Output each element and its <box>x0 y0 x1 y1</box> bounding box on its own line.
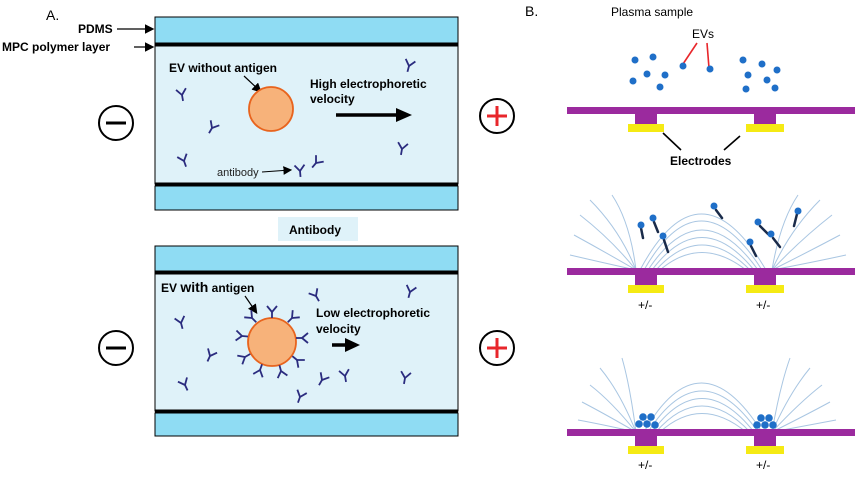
electrode-base-right-1 <box>746 124 784 132</box>
electrode-pad-left-1 <box>635 114 657 124</box>
polarity-left-row-3: +/- <box>638 458 652 472</box>
ev-label-pointer-bottom <box>244 295 258 314</box>
electrode-pad-left-3 <box>635 436 657 446</box>
captured-evs-row-3 <box>635 413 777 429</box>
ev-with-antigen <box>234 305 309 379</box>
substrate-row-2 <box>567 268 855 275</box>
pdms-bottom-layer-2 <box>154 412 459 437</box>
polarity-right-row-2: +/- <box>756 298 770 312</box>
antibody-label: antibody <box>217 167 259 179</box>
high-velocity-label-2: velocity <box>310 92 355 106</box>
electrode-pad-left-2 <box>635 275 657 285</box>
field-lines-row-2 <box>569 194 847 271</box>
polarity-left-row-2: +/- <box>638 298 652 312</box>
substrate-row-3 <box>567 429 855 436</box>
substrate-row-1 <box>567 107 855 114</box>
electrodes-pointer-left <box>662 132 682 151</box>
plasma-sample-label: Plasma sample <box>611 5 693 19</box>
top-channel <box>154 16 459 211</box>
electrode-pad-right-1 <box>754 114 776 124</box>
electrode-base-right-3 <box>746 446 784 454</box>
ev-particles-row-2 <box>637 202 802 246</box>
pdms-bottom-layer <box>154 185 459 211</box>
field-lines-row-3 <box>577 357 837 433</box>
electrode-base-right-2 <box>746 285 784 293</box>
ev-with-emphasis: with <box>179 279 208 295</box>
ev-with-antigen-label: EV with antigen <box>161 279 254 295</box>
evs-label: EVs <box>692 27 714 41</box>
pdms-top-layer-2 <box>154 245 459 272</box>
antibody-banner-label: Antibody <box>289 223 341 237</box>
electrode-pad-right-2 <box>754 275 776 285</box>
b-row-1: Electrodes <box>567 53 855 168</box>
ev-tethers-row-2 <box>639 208 799 258</box>
low-velocity-arrow <box>332 338 360 352</box>
evs-pointer-2 <box>706 42 710 69</box>
ev-particles-row-1 <box>629 53 781 93</box>
electrodes-pointer-right <box>723 135 741 151</box>
antibody-banner <box>278 217 358 241</box>
high-velocity-arrow <box>336 108 412 122</box>
plus-electrode-top <box>479 98 515 134</box>
electrode-base-left-3 <box>628 446 664 454</box>
panel-b-letter: B. <box>525 3 538 19</box>
panel-a-letter: A. <box>46 7 59 23</box>
ev-with-prefix: EV <box>161 281 180 295</box>
polarity-right-row-3: +/- <box>756 458 770 472</box>
minus-electrode-bottom <box>98 330 134 366</box>
ev-label-pointer-top <box>243 75 262 93</box>
electrodes-label: Electrodes <box>670 154 732 168</box>
ev-with-suffix: antigen <box>208 281 254 295</box>
b-row-3: +/- +/- <box>567 357 855 472</box>
low-velocity-label-2: velocity <box>316 322 361 336</box>
electrode-base-left-2 <box>628 285 664 293</box>
pdms-label: PDMS <box>78 22 113 36</box>
ev-without-antigen-label: EV without antigen <box>169 61 277 75</box>
plus-electrode-bottom <box>479 330 515 366</box>
high-velocity-label-1: High electrophoretic <box>310 77 427 91</box>
mpc-label: MPC polymer layer <box>2 40 110 54</box>
low-velocity-label-1: Low electrophoretic <box>316 306 430 320</box>
ev-without-antigen <box>248 86 294 132</box>
evs-pointer-1 <box>682 42 698 65</box>
pdms-top-layer <box>154 16 459 44</box>
electrode-pad-right-3 <box>754 436 776 446</box>
electrode-base-left-1 <box>628 124 664 132</box>
antibody-pointer <box>261 166 293 175</box>
b-row-2: +/- +/- <box>567 194 855 312</box>
minus-electrode-top <box>98 105 134 141</box>
